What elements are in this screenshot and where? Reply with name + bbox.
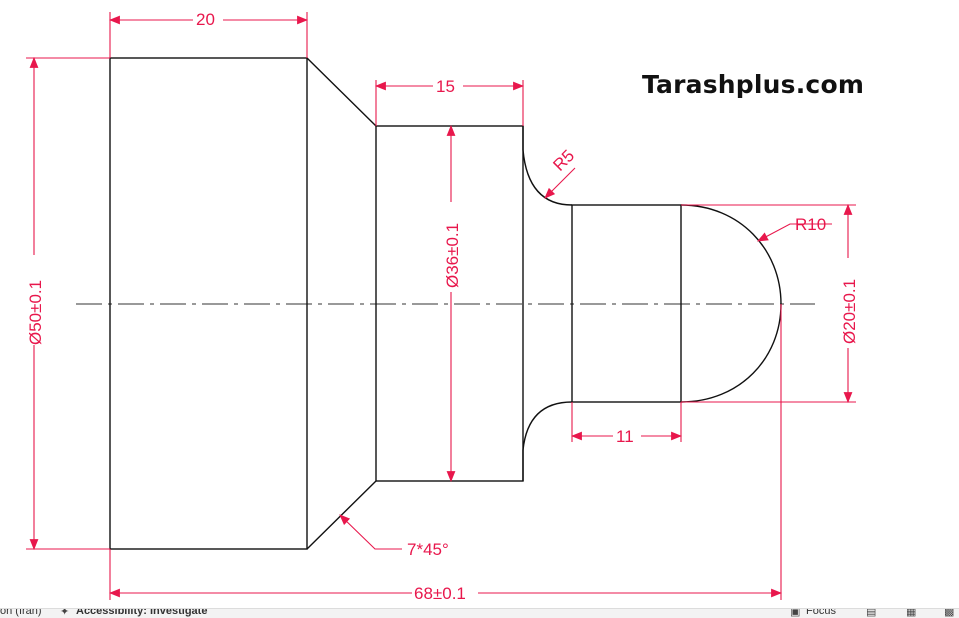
dim-label-d50: Ø50±0.1 [26, 280, 45, 345]
dim-label-11: 11 [616, 427, 634, 446]
print-layout-icon[interactable]: ▦ [906, 608, 917, 618]
leader-r5 [544, 167, 576, 199]
dim-label-r10: R10 [795, 215, 826, 234]
leader-chamfer [339, 514, 402, 550]
status-language: on (Iran) [0, 608, 42, 617]
watermark-text: Tarashplus.com [642, 70, 865, 99]
small-cylinder [571, 204, 682, 403]
status-bar: on (Iran) ✦ Accessibility: Investigate ▣… [0, 608, 959, 618]
leader-r10 [757, 223, 832, 242]
dim-label-r5: R5 [549, 146, 578, 175]
dimension-lines [29, 15, 853, 598]
dim-label-d36: Ø36±0.1 [443, 223, 462, 288]
dim-label-chamfer: 7*45° [407, 540, 449, 559]
accessibility-button[interactable]: Accessibility: Investigate [76, 608, 208, 617]
web-layout-icon[interactable]: ▩ [944, 608, 955, 618]
dim-label-15: 15 [436, 77, 455, 96]
dim-label-d20: Ø20±0.1 [840, 279, 859, 344]
large-cylinder [109, 57, 308, 550]
focus-button[interactable]: Focus [806, 608, 836, 617]
focus-icon: ▣ [790, 608, 801, 618]
accessibility-icon: ✦ [60, 608, 70, 618]
extension-lines [26, 12, 856, 600]
dim-label-total: 68±0.1 [414, 584, 466, 603]
read-mode-icon[interactable]: ▤ [866, 608, 877, 618]
r5-fillets [522, 149, 573, 451]
dim-label-20: 20 [196, 10, 215, 29]
